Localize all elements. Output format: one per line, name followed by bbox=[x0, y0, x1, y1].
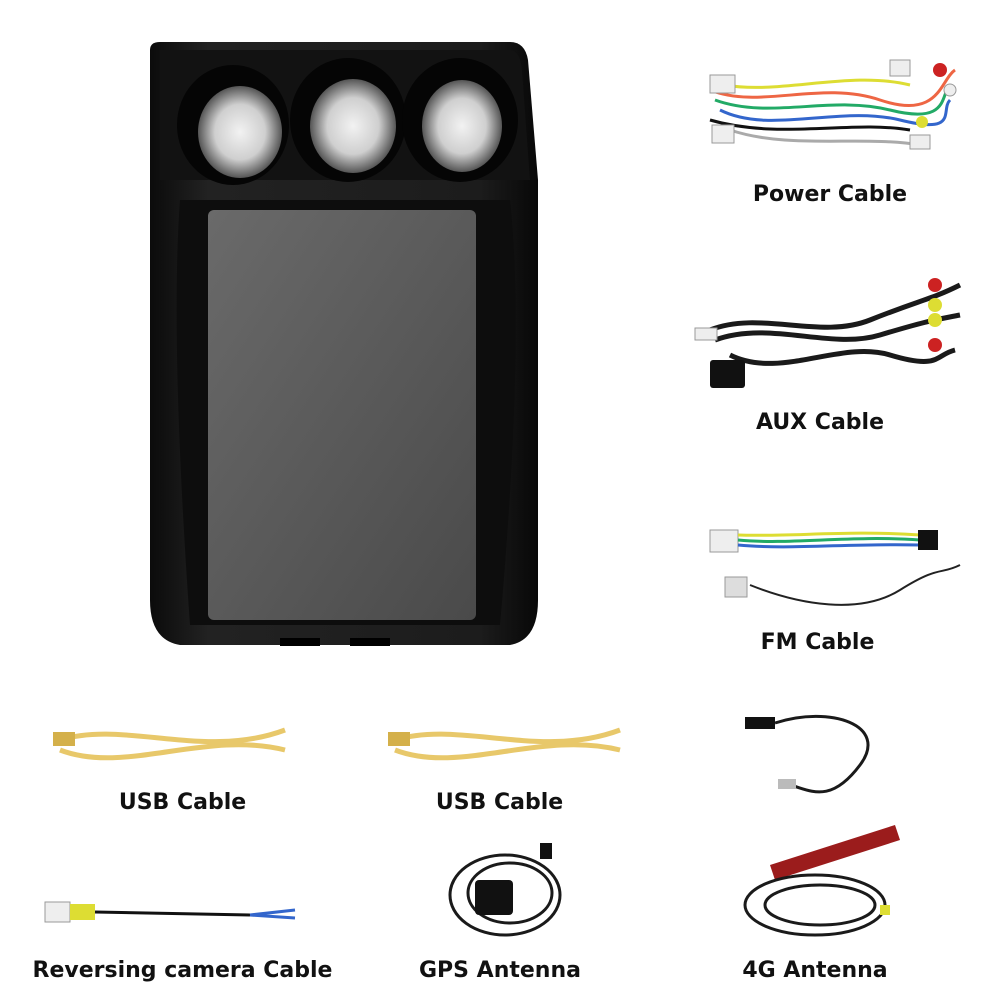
aux-cable bbox=[690, 260, 970, 400]
power-cable bbox=[700, 40, 960, 170]
4g-antenna bbox=[735, 820, 905, 945]
fm-cable-image bbox=[709, 529, 961, 606]
usb-cable-2-label: USB Cable bbox=[435, 790, 564, 815]
reversing-camera-cable bbox=[40, 890, 310, 940]
extension-cable-image bbox=[745, 714, 870, 794]
usb-cable-1-image bbox=[53, 727, 286, 761]
4g-antenna-label: 4G Antenna bbox=[742, 958, 888, 983]
gps-antenna-label: GPS Antenna bbox=[419, 958, 581, 983]
fm-cable bbox=[700, 515, 970, 615]
power-cable-label: Power Cable bbox=[752, 182, 908, 207]
gps-antenna bbox=[440, 835, 570, 945]
power-cable-image bbox=[709, 59, 957, 150]
extension-cable bbox=[740, 705, 890, 795]
head-unit-image bbox=[150, 42, 538, 646]
gps-antenna-image bbox=[448, 843, 562, 937]
usb-cable-2-image bbox=[388, 727, 621, 761]
head-unit bbox=[140, 40, 540, 650]
fm-cable-label: FM Cable bbox=[760, 630, 875, 655]
4g-antenna-image bbox=[743, 825, 900, 937]
usb-cable-1 bbox=[45, 710, 295, 780]
aux-cable-image bbox=[694, 278, 962, 388]
usb-cable-2 bbox=[380, 710, 630, 780]
reversing-camera-cable-image bbox=[44, 901, 296, 923]
aux-cable-label: AUX Cable bbox=[755, 410, 885, 435]
reversing-camera-cable-label: Reversing camera Cable bbox=[32, 958, 333, 983]
usb-cable-1-label: USB Cable bbox=[118, 790, 247, 815]
